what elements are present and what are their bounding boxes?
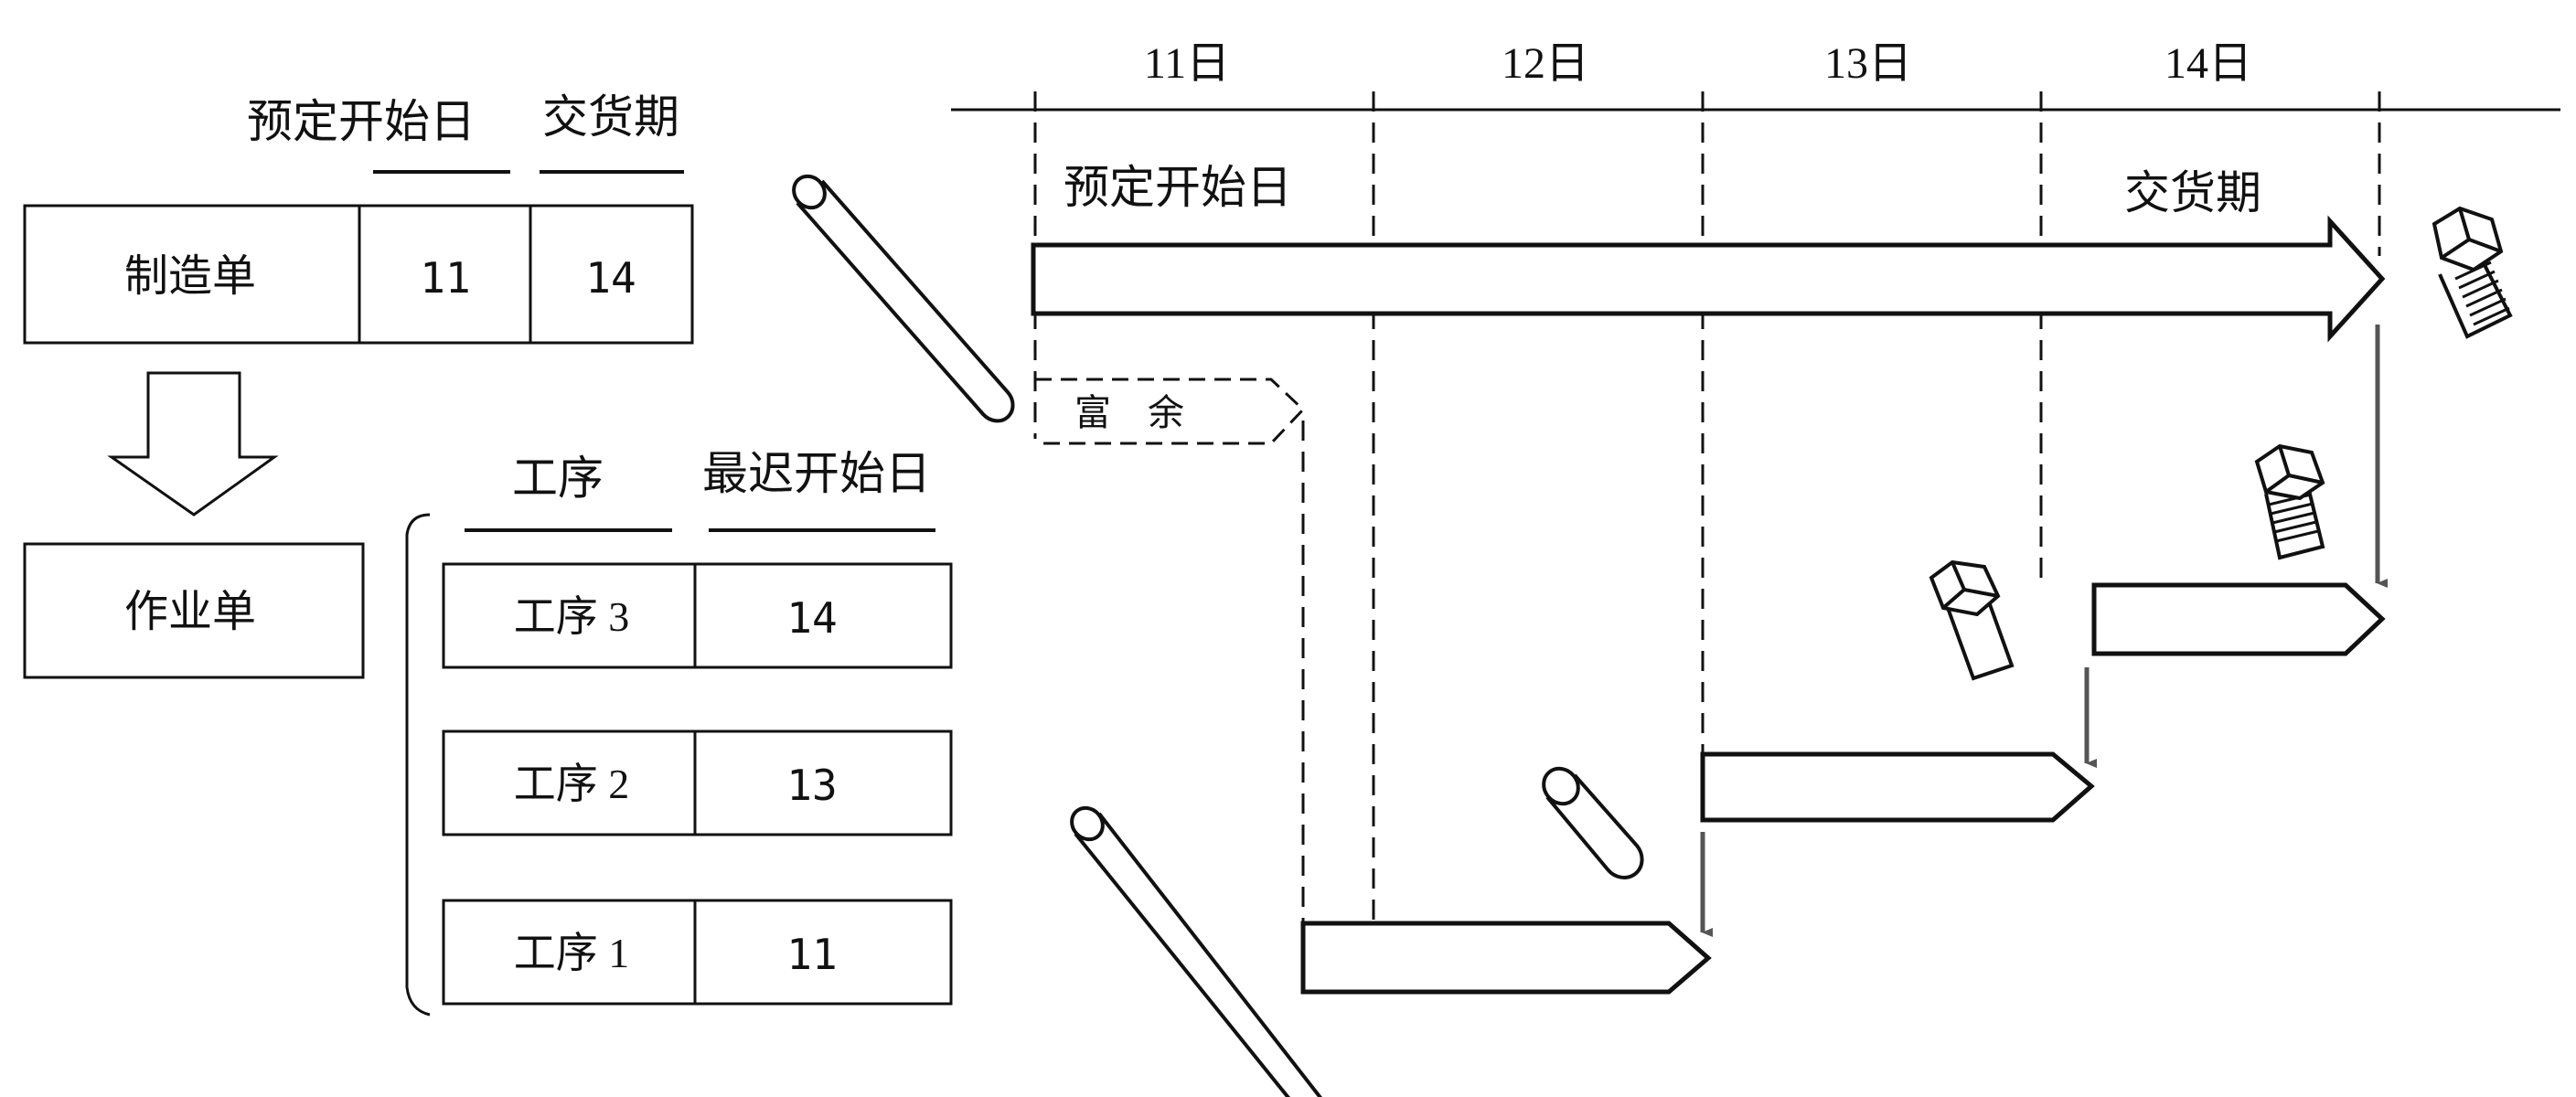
bolt-illustration [1929,559,2015,681]
handoff-arrows [1700,325,2388,937]
timeline-delivery-label: 交货期 [2124,167,2261,218]
delivery-header: 交货期 [542,91,679,143]
bolt-illustration [2432,206,2513,339]
work-order-box: 作业单 [23,542,365,679]
bolt-illustration [2254,443,2325,560]
process-bracket [405,513,431,1017]
process-row-1: 工序 1 11 [442,899,953,1006]
planned-start-header: 预定开始日 [247,96,476,147]
conversion-down-arrow [107,371,279,517]
slack-label: 富 余 [1074,392,1184,433]
day-label: 11日 [1144,39,1230,88]
day-label: 14日 [2164,39,2252,88]
work-order-label: 作业单 [124,588,256,636]
short-rod-illustration [1542,766,1644,879]
process-1-bar [1300,921,1712,995]
rod-illustration-bottom [1070,805,1322,1097]
process-2-bar [1700,751,2095,823]
process-name: 工序 3 [514,593,630,640]
manufacturing-order-planned-start: 11 [420,253,470,303]
process-row-3: 工序 3 14 [442,562,953,669]
latest-start-header: 最迟开始日 [702,448,931,499]
process-name: 工序 2 [514,761,630,807]
day-label: 12日 [1502,39,1589,88]
process-name: 工序 1 [514,930,630,976]
rod-illustration-top [792,174,1015,423]
manufacturing-order-delivery: 14 [585,253,636,303]
manufacturing-order-box: 制造单 11 14 [23,204,694,345]
process-3-bar [2091,582,2386,656]
day-label: 13日 [1824,39,1912,88]
process-latest-start: 14 [786,593,837,643]
process-latest-start: 13 [786,761,837,810]
timeline-planned-start-label: 预定开始日 [1064,162,1292,213]
process-row-2: 工序 2 13 [442,730,953,836]
manufacturing-order-label: 制造单 [124,252,256,301]
order-span-arrow [1031,215,2386,343]
process-latest-start: 11 [786,930,837,979]
slack-tag [1035,378,1306,445]
process-header: 工序 [512,453,604,504]
